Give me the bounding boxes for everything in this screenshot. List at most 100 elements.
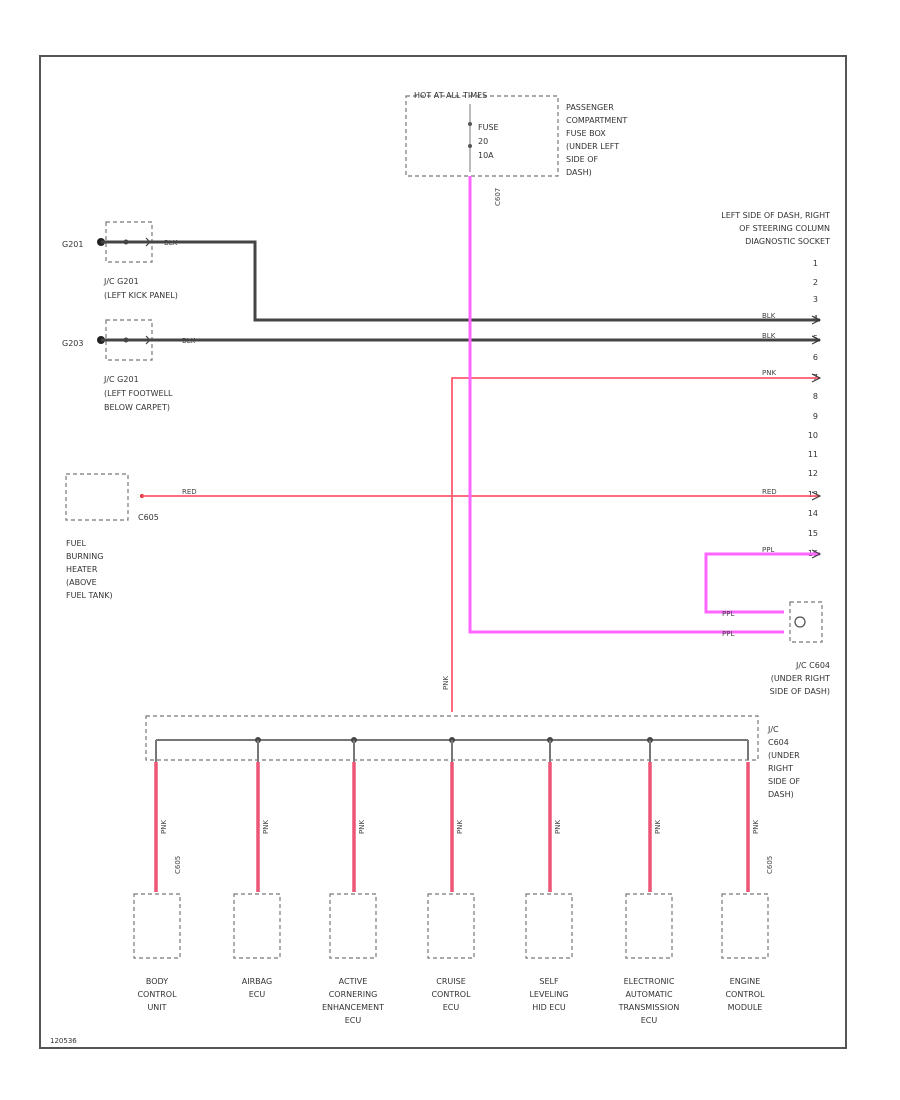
dlc-label: LEFT SIDE OF DASH, RIGHT OF STEERING COL… (721, 211, 830, 246)
fuel-heater-wire-color: RED (182, 488, 197, 496)
ground-g201: G201 BLK J/C G201 (LEFT KICK PANEL) (62, 221, 820, 322)
fuse-line-3: 10A (478, 151, 494, 160)
module-1-wire: PNK (262, 820, 270, 834)
module-6-conn: C605 (766, 856, 774, 874)
jc-c604-loop-wire (704, 552, 820, 614)
ground-g203-label-3: BELOW CARPET) (104, 403, 170, 412)
dlc-pin-13: 13 (808, 490, 818, 499)
module-6-wire: PNK (752, 820, 760, 834)
fuel-heater-connector: C605 (138, 513, 159, 522)
module-2-wire: PNK (358, 820, 366, 834)
module-0-line-1: BODY (146, 977, 168, 986)
module-1-line-1: AIRBAG (242, 977, 272, 986)
module-6-line-3: MODULE (728, 1003, 763, 1012)
module-3-wire: PNK (456, 820, 464, 834)
module-6: PNK C605 ENGINE CONTROL MODULE (721, 762, 774, 1012)
module-3-line-2: CONTROL (431, 990, 471, 999)
fuel-heater-label-4: (ABOVE (66, 578, 97, 587)
module-3-line-3: ECU (443, 1003, 460, 1012)
fuse-box-label-line-2: COMPARTMENT (566, 116, 627, 125)
fuse-wire-code: C607 (494, 188, 502, 206)
jc-c604-label-2: (UNDER RIGHT (771, 674, 830, 683)
module-0-line-3: UNIT (147, 1003, 166, 1012)
fuse-box-label-line-1: PASSENGER (566, 103, 614, 112)
fuse-box: HOT AT ALL TIMES FUSE 20 10A (405, 91, 559, 177)
ground-g201-label-2: (LEFT KICK PANEL) (104, 291, 178, 300)
module-0-conn: C605 (174, 856, 182, 874)
dlc-pin-2: 2 (813, 278, 818, 287)
ground-g201-wire-color: BLK (164, 239, 178, 247)
dlc-wire-4-color: BLK (762, 312, 776, 320)
dlc-wire-13-color: RED (762, 488, 777, 496)
diagram-frame (39, 55, 847, 1049)
module-1-line-2: ECU (249, 990, 266, 999)
dlc-pin-6: 6 (813, 353, 818, 362)
jc-bus-label-2: C604 (768, 738, 789, 747)
fuse-box-header: HOT AT ALL TIMES (414, 91, 487, 100)
jc-c604-wire-2: PPL (722, 630, 734, 638)
module-4-line-2: LEVELING (529, 990, 568, 999)
jc-c604-label-3: SIDE OF DASH) (770, 687, 830, 696)
jc-bus-label-4: RIGHT (768, 764, 793, 773)
ground-g201-wire (101, 240, 820, 322)
module-2-line-1: ACTIVE (339, 977, 368, 986)
jc-c604: PPL PPL PPL J/C C604 (UNDER RIGHT SIDE O… (704, 546, 830, 696)
ground-g203-label-2: (LEFT FOOTWELL (104, 389, 173, 398)
module-5-line-2: AUTOMATIC (625, 990, 673, 999)
dlc-pin-1: 1 (813, 259, 818, 268)
ground-g203-wire-color: BLK (182, 337, 196, 345)
module-2: PNK ACTIVE CORNERING ENHANCEMENT ECU (322, 740, 384, 1025)
module-3-line-1: CRUISE (436, 977, 466, 986)
dlc-pin-3: 3 (813, 295, 818, 304)
module-2-line-2: CORNERING (329, 990, 378, 999)
jc-bus-label-3: (UNDER (768, 751, 800, 760)
fuse-feed-wire (451, 377, 820, 712)
fuse-box-label-line-4: (UNDER LEFT (566, 142, 619, 151)
fuse-box-label: PASSENGER COMPARTMENT FUSE BOX (UNDER LE… (566, 103, 627, 177)
fuse-box-label-line-3: FUSE BOX (566, 129, 606, 138)
fuse-pink-wire (468, 176, 784, 634)
ground-g201-label-1: J/C G201 (103, 277, 139, 286)
dlc-label-line-2: OF STEERING COLUMN (739, 224, 830, 233)
dlc-label-line-3: DIAGNOSTIC SOCKET (745, 237, 830, 246)
dlc-pin-11: 11 (808, 450, 818, 459)
module-4-line-3: HID ECU (532, 1003, 566, 1012)
jc-bus-label-1: J/C (767, 725, 779, 734)
module-1: PNK AIRBAG ECU (233, 740, 281, 999)
dlc-wire-7-color: PNK (762, 369, 776, 377)
ground-g203-id: G203 (62, 339, 83, 348)
fuse-line-1: FUSE (478, 123, 499, 132)
dlc-pin-9: 9 (813, 412, 818, 421)
module-5-line-1: ELECTRONIC (624, 977, 675, 986)
module-4-line-1: SELF (539, 977, 559, 986)
dlc-pin-12: 12 (808, 469, 818, 478)
dlc-wire-5-color: BLK (762, 332, 776, 340)
fuse-box-label-line-5: SIDE OF (566, 155, 598, 164)
fuel-heater: RED RED C605 FUEL BURNING HEATER (ABOVE … (65, 473, 822, 600)
jc-c604-wire-1: PPL (722, 610, 734, 618)
jc-bus-label-6: DASH) (768, 790, 794, 799)
module-2-line-3: ENHANCEMENT (322, 1003, 384, 1012)
fuel-heater-label-1: FUEL (66, 539, 87, 548)
dlc-pin-8: 8 (813, 392, 818, 401)
module-5-line-4: ECU (641, 1016, 658, 1025)
module-5-line-3: TRANSMISSION (618, 1003, 680, 1012)
ground-g201-id: G201 (62, 240, 83, 249)
dlc-wire-16-color: PPL (762, 546, 774, 554)
module-0-line-2: CONTROL (137, 990, 177, 999)
jc-c604-label-1: J/C C604 (795, 661, 830, 670)
module-2-line-4: ECU (345, 1016, 362, 1025)
module-6-line-2: CONTROL (725, 990, 765, 999)
module-5: PNK ELECTRONIC AUTOMATIC TRANSMISSION EC… (618, 740, 680, 1025)
module-6-line-1: ENGINE (730, 977, 761, 986)
module-0: PNK C605 BODY CONTROL UNIT (133, 740, 182, 1012)
jc-bus-feed-wire: PNK (442, 676, 450, 690)
ground-g203: G203 BLK J/C G201 (LEFT FOOTWELL BELOW C… (62, 319, 820, 412)
fuse-box-label-line-6: DASH) (566, 168, 592, 177)
dlc-pin-numbers: 1 2 3 4 5 6 7 8 9 10 11 12 13 14 15 16 (808, 259, 818, 558)
module-4: PNK SELF LEVELING HID ECU (525, 740, 573, 1012)
dlc-pin-10: 10 (808, 431, 818, 440)
fuel-heater-label-5: FUEL TANK) (66, 591, 113, 600)
module-4-wire: PNK (554, 820, 562, 834)
jc-bus: J/C C604 (UNDER RIGHT SIDE OF DASH) (145, 715, 800, 799)
